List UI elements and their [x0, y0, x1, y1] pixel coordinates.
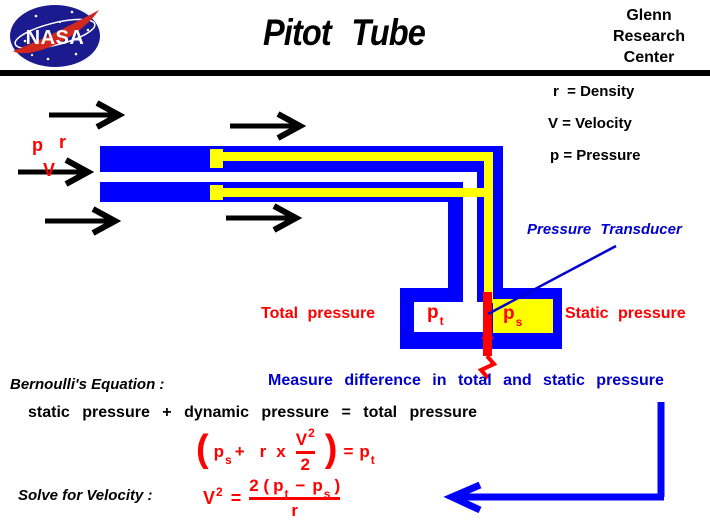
org-line-1: Glenn: [626, 7, 672, 24]
close-paren: ): [324, 428, 338, 470]
static-port-lower: [210, 185, 223, 200]
freestream-velocity-symbol: V: [43, 160, 56, 180]
total-pressure-channel: [100, 172, 477, 182]
static-channel-down: [484, 152, 493, 303]
org-line-2: Research: [612, 28, 686, 45]
fraction-numerator: V2: [295, 425, 315, 449]
total-pressure-chamber: [414, 302, 483, 332]
measure-callback-arrow: [443, 402, 665, 514]
measure-note: Measure difference in total and static p…: [268, 372, 664, 389]
open-paren: (: [196, 428, 209, 470]
bernoulli-equation: ( ps + r x V2 2 ) = pt: [196, 425, 375, 475]
static-port-upper: [210, 149, 223, 168]
solve-velocity-label: Solve for Velocity :: [18, 487, 153, 504]
tube-mid-wall-down: [477, 161, 484, 292]
static-pressure-label: Static pressure: [565, 305, 686, 322]
equals-sign: =: [230, 487, 242, 508]
org-line-3: Center: [623, 49, 675, 66]
transducer-pointer-line: [487, 244, 617, 316]
fraction-bar: [295, 450, 315, 454]
legend-density: r = Density: [553, 83, 635, 100]
header-divider: [0, 70, 710, 76]
legend-pressure: p = Pressure: [550, 147, 641, 164]
times-sign: x: [276, 442, 286, 461]
fraction-numerator: 2 ( pt − ps ): [249, 476, 341, 501]
flow-arrow-bottom-left: [45, 206, 122, 236]
total-port-symbol: pt: [427, 302, 444, 328]
fraction-denominator: 2: [300, 454, 311, 474]
fraction-denominator: r: [291, 500, 298, 520]
dynamic-pressure-fraction: V2 2: [295, 425, 315, 474]
velocity-fraction: 2 ( pt − ps ) r: [249, 476, 341, 520]
org-name: Glenn Research Center: [598, 5, 700, 68]
flow-arrow-bottom-right: [226, 203, 303, 233]
equals-sign: =: [343, 442, 354, 461]
velocity-equation: V2 = 2 ( pt − ps ) r: [203, 476, 341, 520]
static-channel-upper: [221, 152, 493, 161]
fraction-bar: [249, 496, 341, 500]
transducer-needle: [477, 292, 498, 380]
nasa-logo-orbit: [14, 18, 96, 50]
freestream-pressure-symbol: p: [32, 135, 43, 155]
tube-inner-wall-down: [448, 182, 463, 292]
plus-sign: +: [234, 442, 245, 461]
density-symbol: r: [259, 442, 267, 461]
total-pressure-label: Total pressure: [261, 305, 376, 322]
page-title: Pitot Tube: [262, 12, 426, 53]
legend-velocity: V = Velocity: [548, 115, 632, 132]
flow-arrow-center: [18, 157, 95, 187]
bernoulli-label: Bernoulli's Equation :: [10, 376, 165, 393]
tube-outer-right-wall: [493, 146, 503, 292]
static-port-symbol: ps: [503, 303, 523, 329]
velocity-squared: V2: [203, 484, 223, 508]
word-equation: static pressure + dynamic pressure = tot…: [28, 404, 478, 421]
nasa-logo: NASA: [10, 5, 100, 67]
nasa-logo-text: NASA: [26, 27, 85, 49]
flow-arrow-top-left: [49, 100, 126, 130]
ps-term: ps: [213, 442, 232, 467]
total-channel-down: [463, 172, 477, 303]
pt-term: pt: [359, 442, 375, 467]
pressure-transducer-label: Pressure Transducer: [527, 221, 682, 238]
freestream-density-symbol: r: [59, 132, 67, 152]
flow-arrow-top-right: [230, 111, 307, 141]
nasa-logo-swoosh: [13, 10, 99, 54]
static-channel-lower: [221, 188, 493, 197]
